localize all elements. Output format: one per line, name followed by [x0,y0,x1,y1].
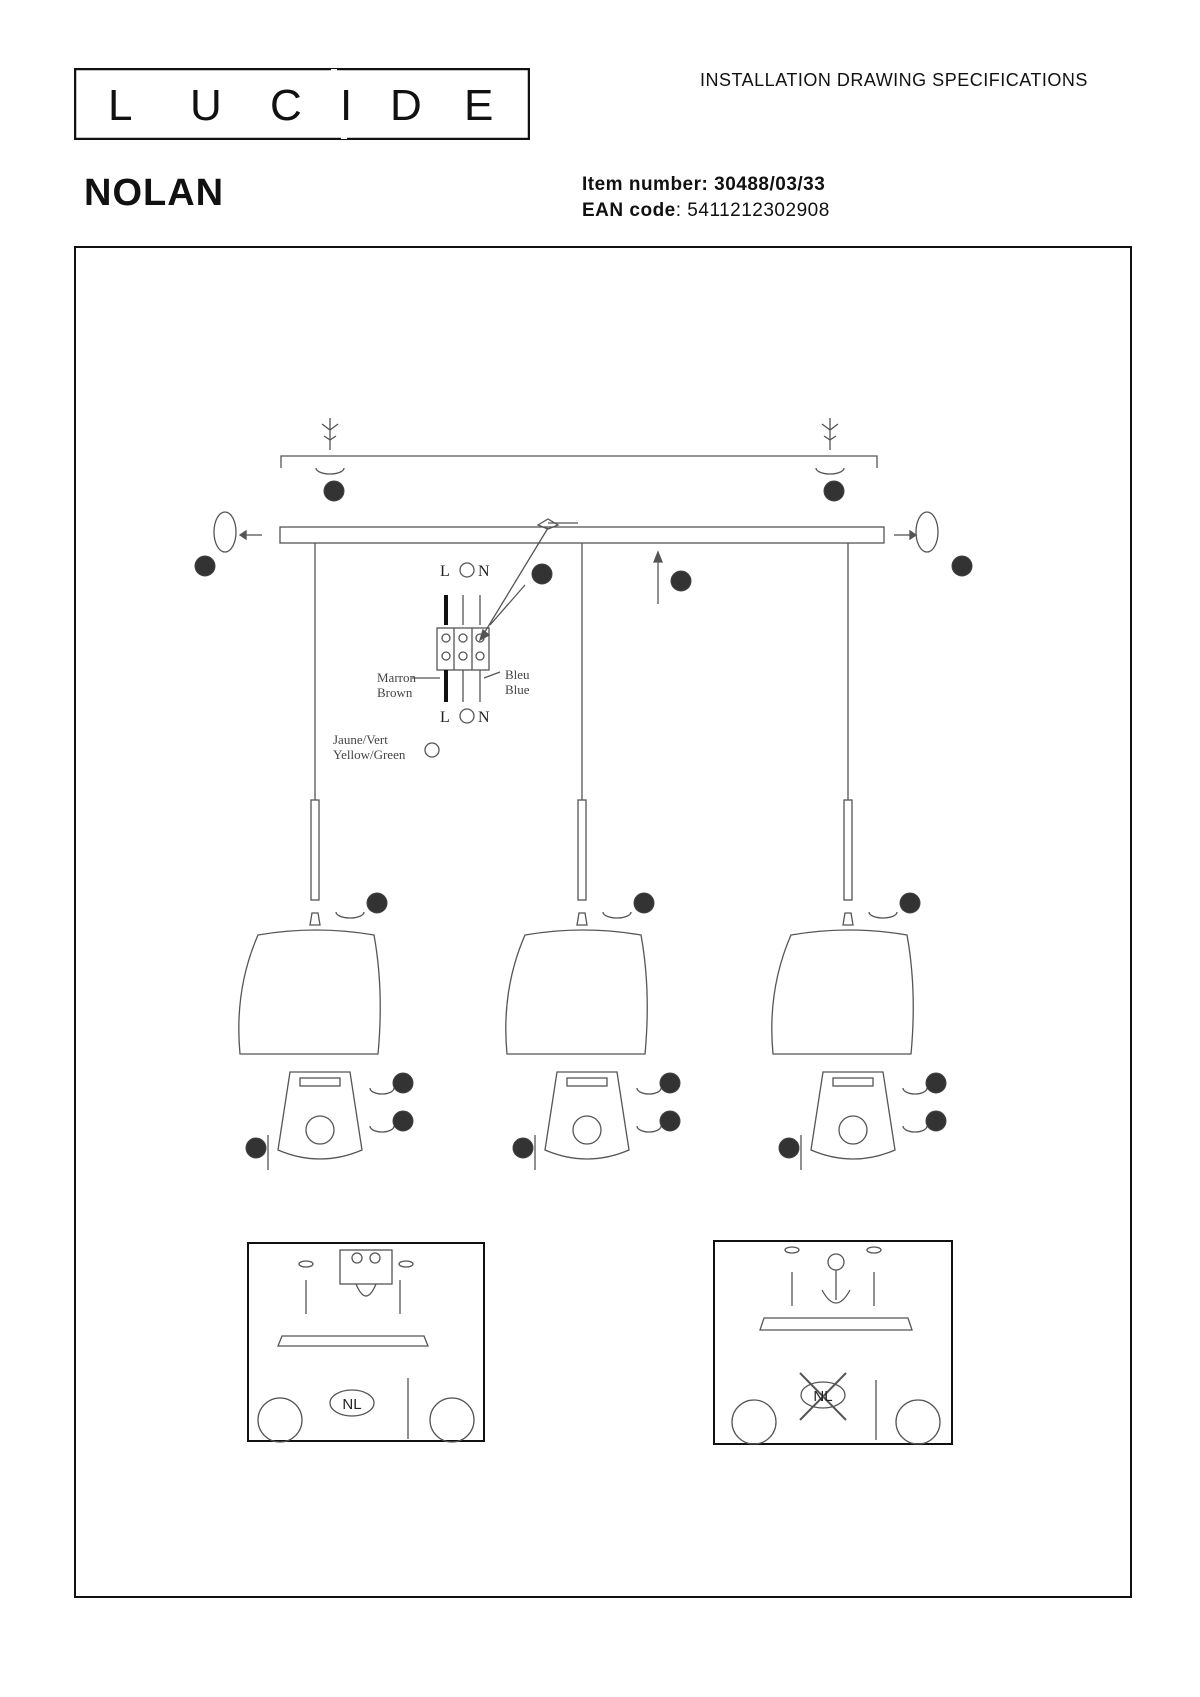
logo-letter-c: C [270,81,302,130]
document-title: INSTALLATION DRAWING SPECIFICATIONS [700,70,1088,90]
step-2-right: 2 [830,484,838,501]
wall-plug-right-icon [731,1399,777,1445]
label-yellow-green: Yellow/Green [333,747,406,762]
bracket-right-icon [759,1317,913,1331]
lamp-shade-middle [505,929,648,1055]
step-5-left: 5 [201,559,209,576]
step-4: 4 [677,574,685,591]
step-6-left: 6 [252,1141,260,1158]
lamp-shade-left [238,929,381,1055]
wire-clip-icon [536,518,560,530]
badge-nl-right: NL [813,1388,832,1405]
logo-letter-u: U [190,81,222,130]
label-top-n: N [478,563,490,580]
step-8-middle: 8 [666,1114,674,1131]
bulb-socket-middle-icon [544,1071,630,1160]
rotate-arrow-right-icon [815,467,845,475]
screwdriver-right-icon [895,1399,941,1445]
step-7-middle: 7 [666,1076,674,1093]
item-number-value: 30488/03/33 [714,174,826,195]
badge-nl-left: NL [342,1396,361,1413]
ean-code: EAN code: 5411212302908 [582,200,830,222]
label-jaune-vert: Jaune/Vert [333,732,388,747]
step-1-left: 1 [373,896,381,913]
label-blue: Blue [505,682,530,697]
bracket-left-icon [277,1335,429,1347]
mounting-bracket [280,455,878,468]
ean-code-label: EAN code [582,200,676,221]
side-screw-left-icon [213,511,262,553]
label-brown: Brown [377,685,413,700]
item-number-label: Item number: [582,174,709,195]
product-name: NOLAN [84,172,225,214]
step-1-right: 1 [906,896,914,913]
ceiling-canopy [279,526,885,544]
wall-plug-left-icon [257,1397,303,1443]
item-number: Item number: 30488/03/33 [582,174,825,196]
logo-letter-e: E [464,81,493,130]
lucide-logo: L U C I D E [74,68,530,140]
screw-right-icon [821,418,839,450]
screwdriver-left-icon [429,1397,475,1443]
detail-panel-left [247,1242,485,1442]
lamp-shade-right [771,929,914,1055]
step-3: 3 [538,567,546,584]
label-top-l: L [440,563,450,580]
step-1-middle: 1 [640,896,648,913]
logo-letter-l: L [108,81,132,130]
screw-left-icon [321,418,339,450]
label-bottom-l: L [440,709,450,726]
junction-hook-right-icon [784,1246,882,1306]
bulb-socket-right-icon [810,1071,896,1160]
step-6-right: 6 [785,1141,793,1158]
label-bleu: Bleu [505,667,530,682]
side-screw-right-icon [894,511,939,553]
step-2-left: 2 [330,484,338,501]
drawing-frame [74,246,1132,1598]
terminal-block-icon [412,595,501,702]
label-marron: Marron [377,670,416,685]
bulb-socket-left-icon [277,1071,363,1160]
rotate-arrow-left-icon [315,467,345,475]
logo-letter-i: I [340,81,352,130]
detail-panel-right [713,1240,953,1445]
step-7-left: 7 [399,1076,407,1093]
junction-box-left-icon [298,1249,414,1314]
logo-letter-d: D [390,81,422,130]
step-8-left: 8 [399,1114,407,1131]
step-5-right: 5 [958,559,966,576]
step-6-middle: 6 [519,1141,527,1158]
label-bottom-n: N [478,709,490,726]
ean-code-value: : 5411212302908 [675,200,830,221]
step-8-right: 8 [932,1114,940,1131]
step-7-right: 7 [932,1076,940,1093]
